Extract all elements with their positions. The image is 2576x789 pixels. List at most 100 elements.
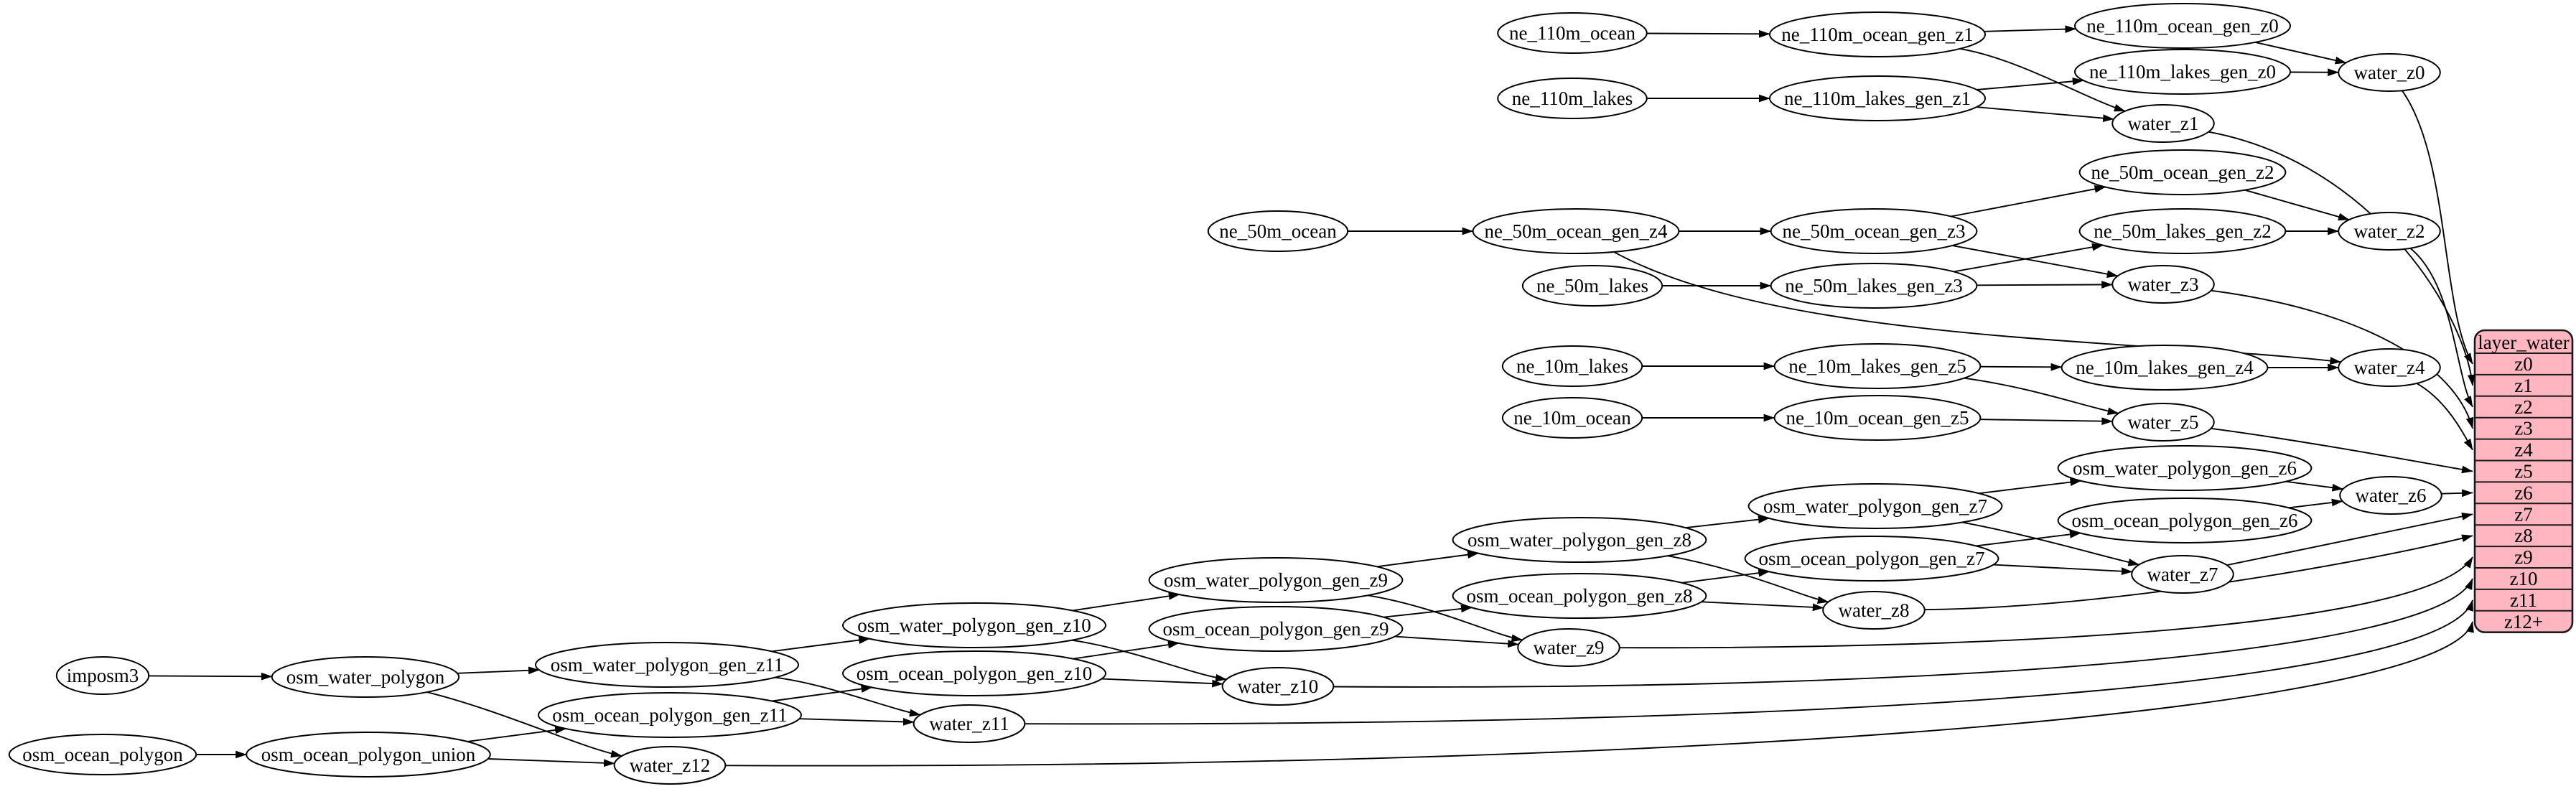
node-label-water_z0: water_z0 <box>2354 62 2425 83</box>
node-water_z10: water_z10 <box>1221 667 1335 706</box>
table-row-z6: z6 <box>2514 482 2532 503</box>
node-osm_ocean_polygon_gen_z10: osm_ocean_polygon_gen_z10 <box>842 650 1106 696</box>
edge-osm_water_polygon_gen_z8--water_z8 <box>1667 555 1829 604</box>
table-row-z0: z0 <box>2514 353 2532 375</box>
node-ne_50m_ocean_gen_z2: ne_50m_ocean_gen_z2 <box>2078 149 2287 195</box>
node-label-water_z10: water_z10 <box>1238 676 1318 697</box>
node-label-ne_10m_ocean_gen_z5: ne_10m_ocean_gen_z5 <box>1786 407 1969 429</box>
table-row-z8: z8 <box>2514 525 2532 546</box>
node-ne_10m_lakes_gen_z5: ne_10m_lakes_gen_z5 <box>1773 343 1982 389</box>
node-label-osm_ocean_polygon_gen_z10: osm_ocean_polygon_gen_z10 <box>857 663 1092 684</box>
node-label-imposm3: imposm3 <box>67 665 139 686</box>
edge-water_z0--layer_water-z0 <box>2402 90 2473 365</box>
node-imposm3: imposm3 <box>55 656 150 695</box>
node-label-ne_50m_lakes: ne_50m_lakes <box>1536 275 1648 297</box>
edge-water_z9--layer_water-z9 <box>1619 556 2473 649</box>
edge-osm_water_polygon_gen_z10--water_z10 <box>1071 639 1227 682</box>
node-label-osm_ocean_polygon_gen_z9: osm_ocean_polygon_gen_z9 <box>1163 618 1389 640</box>
edge-osm_water_polygon_gen_z9--osm_water_polygon_gen_z8 <box>1376 551 1479 568</box>
node-water_z9: water_z9 <box>1517 628 1620 667</box>
edge-ne_10m_ocean_gen_z5--water_z5 <box>1980 417 2113 426</box>
node-ellipse-ne_10m_lakes_gen_z5 <box>1773 343 1982 389</box>
node-ellipse-water_z1 <box>2111 104 2215 143</box>
node-ellipse-ne_110m_lakes_gen_z1 <box>1769 75 1986 121</box>
edge-water_z4--layer_water-z4 <box>2416 383 2473 451</box>
node-ellipse-ne_10m_lakes <box>1501 345 1643 387</box>
table-row-z4: z4 <box>2514 439 2533 461</box>
edge-ne_50m_lakes_gen_z3--ne_50m_lakes_gen_z2 <box>1953 243 2104 273</box>
node-label-ne_10m_lakes: ne_10m_lakes <box>1516 355 1628 377</box>
node-label-ne_110m_lakes_gen_z0: ne_110m_lakes_gen_z0 <box>2089 61 2276 83</box>
node-label-water_z12: water_z12 <box>630 755 710 776</box>
node-ellipse-ne_10m_ocean <box>1501 397 1643 439</box>
node-ellipse-osm_water_polygon_gen_z6 <box>2057 445 2313 491</box>
node-ne_50m_lakes: ne_50m_lakes <box>1521 265 1663 307</box>
node-ne_110m_ocean: ne_110m_ocean <box>1497 12 1648 54</box>
edge-water_z7--layer_water-z7 <box>2226 513 2473 566</box>
node-label-water_z11: water_z11 <box>929 713 1009 734</box>
node-label-ne_110m_ocean_gen_z0: ne_110m_ocean_gen_z0 <box>2086 15 2278 37</box>
edge-water_z8--layer_water-z8 <box>1924 534 2473 611</box>
edge-ne_110m_ocean_gen_z1--water_z1 <box>1959 47 2126 112</box>
edge-osm_water_polygon_gen_z8--osm_water_polygon_gen_z7 <box>1685 515 1770 529</box>
node-osm_water_polygon_gen_z7: osm_water_polygon_gen_z7 <box>1747 483 2003 529</box>
node-osm_water_polygon_gen_z9: osm_water_polygon_gen_z9 <box>1148 557 1404 603</box>
node-water_z1: water_z1 <box>2111 104 2215 143</box>
node-label-osm_water_polygon_gen_z11: osm_water_polygon_gen_z11 <box>551 654 783 676</box>
edge-ne_50m_ocean_gen_z3--water_z3 <box>1952 245 2119 279</box>
node-label-osm_water_polygon_gen_z6: osm_water_polygon_gen_z6 <box>2073 457 2297 479</box>
table-row-z3: z3 <box>2514 418 2532 439</box>
node-water_z12: water_z12 <box>613 746 727 785</box>
node-ne_10m_ocean_gen_z5: ne_10m_ocean_gen_z5 <box>1773 395 1982 441</box>
table-row-z11: z11 <box>2510 589 2537 611</box>
edge-osm_water_polygon--osm_water_polygon_gen_z11 <box>457 666 540 675</box>
edge-water_z2--layer_water-z2 <box>2409 247 2473 408</box>
node-ellipse-ne_110m_lakes_gen_z0 <box>2074 49 2291 95</box>
node-label-osm_water_polygon_gen_z7: osm_water_polygon_gen_z7 <box>1763 495 1987 517</box>
node-water_z5: water_z5 <box>2111 403 2215 442</box>
node-label-ne_10m_ocean: ne_10m_ocean <box>1513 407 1631 429</box>
node-ellipse-osm_ocean_polygon <box>8 734 197 775</box>
node-label-osm_water_polygon_gen_z8: osm_water_polygon_gen_z8 <box>1467 529 1691 551</box>
node-ne_110m_lakes_gen_z1: ne_110m_lakes_gen_z1 <box>1769 75 1986 121</box>
node-ellipse-water_z2 <box>2338 212 2441 251</box>
node-ne_10m_ocean: ne_10m_ocean <box>1501 397 1643 439</box>
node-label-water_z3: water_z3 <box>2128 274 2199 295</box>
edge-ne_10m_lakes_gen_z5--ne_10m_lakes_gen_z4 <box>1980 363 2063 371</box>
node-label-water_z8: water_z8 <box>1839 599 1910 621</box>
node-osm_ocean_polygon_gen_z6: osm_ocean_polygon_gen_z6 <box>2057 498 2313 543</box>
edge-osm_ocean_polygon_gen_z7--osm_ocean_polygon_gen_z6 <box>1975 531 2081 547</box>
node-label-osm_water_polygon: osm_water_polygon <box>286 666 445 688</box>
edge-ne_50m_ocean_gen_z3--ne_50m_ocean_gen_z2 <box>1951 185 2106 218</box>
node-osm_water_polygon_gen_z10: osm_water_polygon_gen_z10 <box>842 602 1106 648</box>
node-ellipse-ne_110m_lakes <box>1497 78 1648 119</box>
node-ellipse-osm_water_polygon_gen_z7 <box>1747 483 2003 529</box>
edge-osm_water_polygon_gen_z10--osm_water_polygon_gen_z9 <box>1072 592 1180 612</box>
edge-osm_ocean_polygon_gen_z9--osm_ocean_polygon_gen_z8 <box>1383 604 1473 618</box>
node-ellipse-osm_ocean_polygon_gen_z8 <box>1452 573 1707 619</box>
node-ne_110m_ocean_gen_z0: ne_110m_ocean_gen_z0 <box>2074 3 2291 49</box>
edges-layer <box>149 25 2475 767</box>
node-osm_ocean_polygon_gen_z7: osm_ocean_polygon_gen_z7 <box>1744 536 1999 582</box>
table-row-z10: z10 <box>2510 568 2538 589</box>
node-water_z3: water_z3 <box>2111 265 2215 304</box>
node-ellipse-water_z0 <box>2338 53 2441 92</box>
node-label-ne_50m_ocean_gen_z4: ne_50m_ocean_gen_z4 <box>1485 220 1668 242</box>
table-row-z1: z1 <box>2514 375 2532 396</box>
edge-ne_50m_ocean_gen_z4--water_z4 <box>1613 251 2341 365</box>
edge-ne_110m_lakes_gen_z1--water_z1 <box>1976 106 2114 122</box>
node-ellipse-osm_water_polygon <box>271 656 460 698</box>
node-water_z4: water_z4 <box>2338 348 2441 387</box>
node-water_z2: water_z2 <box>2338 212 2441 251</box>
node-label-water_z5: water_z5 <box>2128 411 2199 433</box>
edge-osm_ocean_polygon_union--water_z12 <box>487 758 615 767</box>
edge-osm_ocean_polygon_gen_z10--osm_ocean_polygon_gen_z9 <box>1073 640 1180 660</box>
node-ellipse-osm_water_polygon_gen_z11 <box>535 642 799 688</box>
node-label-ne_110m_lakes_gen_z1: ne_110m_lakes_gen_z1 <box>1784 88 1971 109</box>
node-ne_50m_lakes_gen_z3: ne_50m_lakes_gen_z3 <box>1770 263 1978 309</box>
node-label-ne_10m_lakes_gen_z5: ne_10m_lakes_gen_z5 <box>1788 355 1966 377</box>
edge-ne_110m_ocean_gen_z1--ne_110m_ocean_gen_z0 <box>1984 25 2076 34</box>
node-osm_ocean_polygon_gen_z11: osm_ocean_polygon_gen_z11 <box>538 692 802 738</box>
node-osm_ocean_polygon: osm_ocean_polygon <box>8 734 197 775</box>
